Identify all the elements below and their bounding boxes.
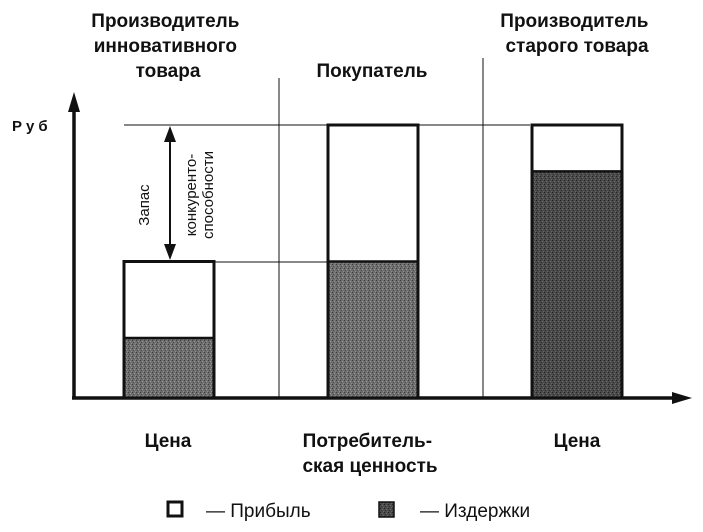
margin-arrow-up-icon: [164, 126, 176, 142]
header-innovator: Производитель инновативного товара: [91, 11, 244, 82]
bar-costs-segment: [532, 171, 622, 398]
x-axis-arrow-icon: [672, 392, 692, 404]
bar-outline: [530, 123, 624, 400]
header-old-line: Производитель: [500, 11, 648, 32]
header-innovator-line: товара: [136, 61, 201, 82]
bar-profit-segment: [124, 261, 214, 338]
category-label-line: Цена: [554, 431, 601, 452]
annotation-line2: конкуренто-: [183, 154, 200, 236]
header-innovator-line: инновативного: [94, 36, 237, 57]
header-buyer-line: Покупатель: [316, 61, 427, 82]
legend-profit-label: — Прибыль: [206, 501, 311, 522]
bar-costs-segment: [328, 261, 418, 398]
margin-arrow-down-icon: [164, 244, 176, 260]
legend-costs-swatch: [378, 501, 395, 518]
category-label-line: ская ценность: [302, 456, 437, 477]
category-label-old: Цена: [554, 431, 601, 452]
bar-profit-segment: [532, 125, 622, 172]
y-axis-label: Руб: [12, 118, 52, 135]
category-label-line: Потребитель-: [303, 431, 432, 452]
annotation-line1: Запас: [136, 184, 153, 226]
header-innovator-line: Производитель: [91, 11, 239, 32]
legend-profit-swatch: [166, 500, 184, 518]
header-buyer: Покупатель: [316, 61, 427, 82]
category-label-innovator: Цена: [145, 431, 192, 452]
y-axis-arrow-icon: [68, 92, 80, 112]
category-label-buyer: Потребитель- ская ценность: [302, 431, 437, 477]
category-label-line: Цена: [145, 431, 192, 452]
legend-costs-label: — Издержки: [420, 501, 530, 522]
bar-profit-segment: [328, 125, 418, 262]
header-old-line: старого товара: [505, 36, 648, 57]
annotation-line3: способности: [200, 151, 217, 239]
bar-costs-segment: [124, 337, 214, 398]
bars-group: [122, 123, 624, 400]
header-old: Производитель старого товара: [500, 11, 653, 57]
bar-outline: [122, 260, 216, 400]
